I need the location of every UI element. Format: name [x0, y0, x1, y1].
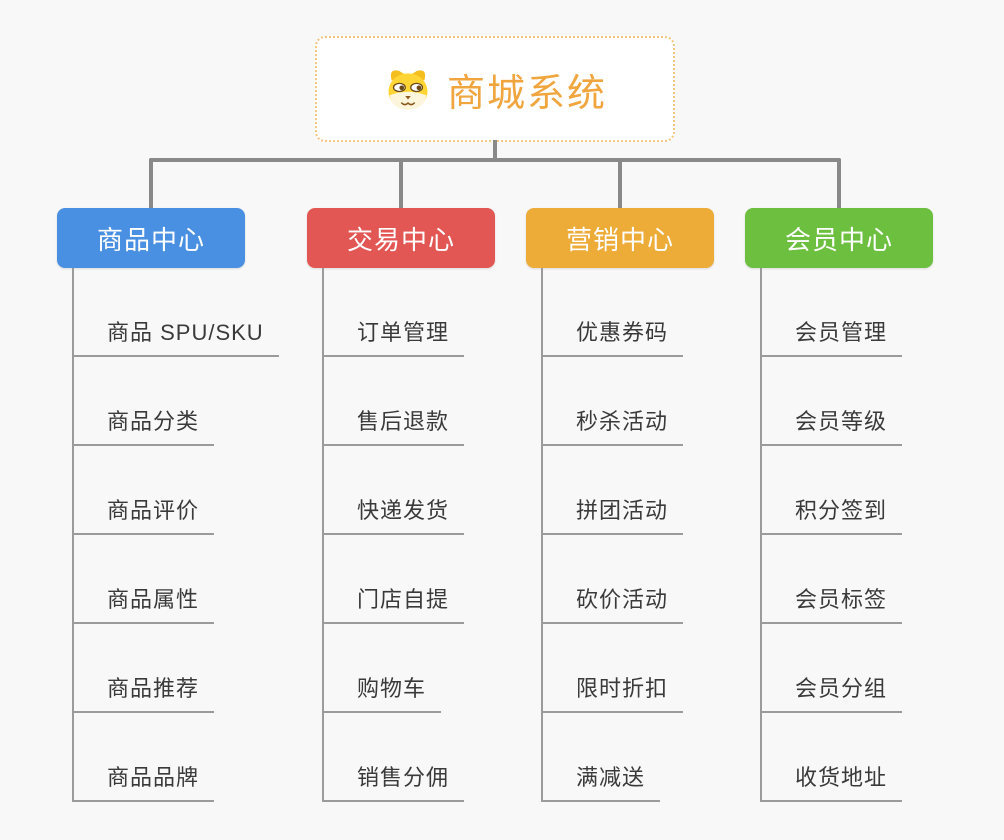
topic-item[interactable]: 会员分组 — [762, 671, 903, 713]
item-row: 收货地址 — [762, 713, 997, 802]
item-row: 商品推荐 — [74, 624, 309, 713]
item-row: 订单管理 — [324, 268, 559, 357]
connector-drop-product — [149, 158, 153, 210]
item-row: 优惠券码 — [543, 268, 778, 357]
item-row: 会员标签 — [762, 535, 997, 624]
item-row: 快递发货 — [324, 446, 559, 535]
topic-item[interactable]: 会员标签 — [762, 582, 903, 624]
item-row: 会员分组 — [762, 624, 997, 713]
branch-list-product-center: 商品 SPU/SKU 商品分类 商品评价 商品属性 商品推荐 商品品牌 — [72, 268, 309, 802]
item-row: 满减送 — [543, 713, 778, 802]
topic-item[interactable]: 购物车 — [324, 671, 442, 713]
topic-item[interactable]: 门店自提 — [324, 582, 465, 624]
topic-item[interactable]: 商品品牌 — [74, 760, 215, 802]
branch-list-trade-center: 订单管理 售后退款 快递发货 门店自提 购物车 销售分佣 — [322, 268, 559, 802]
topic-item[interactable]: 满减送 — [543, 760, 661, 802]
topic-item[interactable]: 积分签到 — [762, 493, 903, 535]
item-row: 购物车 — [324, 624, 559, 713]
topic-item[interactable]: 商品评价 — [74, 493, 215, 535]
topic-item[interactable]: 限时折扣 — [543, 671, 684, 713]
branch-header-product-center[interactable]: 商品中心 — [57, 208, 245, 268]
topic-item[interactable]: 会员管理 — [762, 315, 903, 357]
branch-header-member-center[interactable]: 会员中心 — [745, 208, 933, 268]
topic-item[interactable]: 优惠券码 — [543, 315, 684, 357]
connector-horizontal-bar — [149, 158, 841, 162]
branch-header-trade-center[interactable]: 交易中心 — [307, 208, 495, 268]
branch-list-marketing-center: 优惠券码 秒杀活动 拼团活动 砍价活动 限时折扣 满减送 — [541, 268, 778, 802]
connector-root-stem — [493, 140, 497, 160]
item-row: 拼团活动 — [543, 446, 778, 535]
item-row: 售后退款 — [324, 357, 559, 446]
topic-item[interactable]: 砍价活动 — [543, 582, 684, 624]
item-row: 销售分佣 — [324, 713, 559, 802]
root-node[interactable]: 商城系统 — [315, 36, 675, 142]
branch-header-label: 交易中心 — [346, 224, 455, 255]
branch-header-marketing-center[interactable]: 营销中心 — [526, 208, 714, 268]
connector-drop-marketing — [618, 158, 622, 210]
item-row: 商品分类 — [74, 357, 309, 446]
topic-item[interactable]: 售后退款 — [324, 404, 465, 446]
item-row: 砍价活动 — [543, 535, 778, 624]
item-row: 商品品牌 — [74, 713, 309, 802]
connector-drop-member — [837, 158, 841, 210]
topic-item[interactable]: 会员等级 — [762, 404, 903, 446]
topic-item[interactable]: 商品 SPU/SKU — [74, 315, 279, 357]
branch-header-label: 会员中心 — [784, 224, 893, 255]
item-row: 商品评价 — [74, 446, 309, 535]
item-row: 商品 SPU/SKU — [74, 268, 309, 357]
topic-item[interactable]: 商品分类 — [74, 404, 215, 446]
topic-item[interactable]: 商品属性 — [74, 582, 215, 624]
connector-drop-trade — [399, 158, 403, 210]
item-row: 门店自提 — [324, 535, 559, 624]
topic-item[interactable]: 收货地址 — [762, 760, 903, 802]
shiba-dog-icon — [383, 64, 433, 114]
item-row: 商品属性 — [74, 535, 309, 624]
item-row: 会员管理 — [762, 268, 997, 357]
item-row: 会员等级 — [762, 357, 997, 446]
item-row: 秒杀活动 — [543, 357, 778, 446]
branch-header-label: 商品中心 — [96, 224, 205, 255]
topic-item[interactable]: 订单管理 — [324, 315, 465, 357]
branch-list-member-center: 会员管理 会员等级 积分签到 会员标签 会员分组 收货地址 — [760, 268, 997, 802]
item-row: 积分签到 — [762, 446, 997, 535]
topic-item[interactable]: 商品推荐 — [74, 671, 215, 713]
topic-item[interactable]: 拼团活动 — [543, 493, 684, 535]
topic-item[interactable]: 秒杀活动 — [543, 404, 684, 446]
root-title: 商城系统 — [446, 72, 607, 115]
topic-item[interactable]: 快递发货 — [324, 493, 465, 535]
item-row: 限时折扣 — [543, 624, 778, 713]
topic-item[interactable]: 销售分佣 — [324, 760, 465, 802]
branch-header-label: 营销中心 — [565, 224, 674, 255]
